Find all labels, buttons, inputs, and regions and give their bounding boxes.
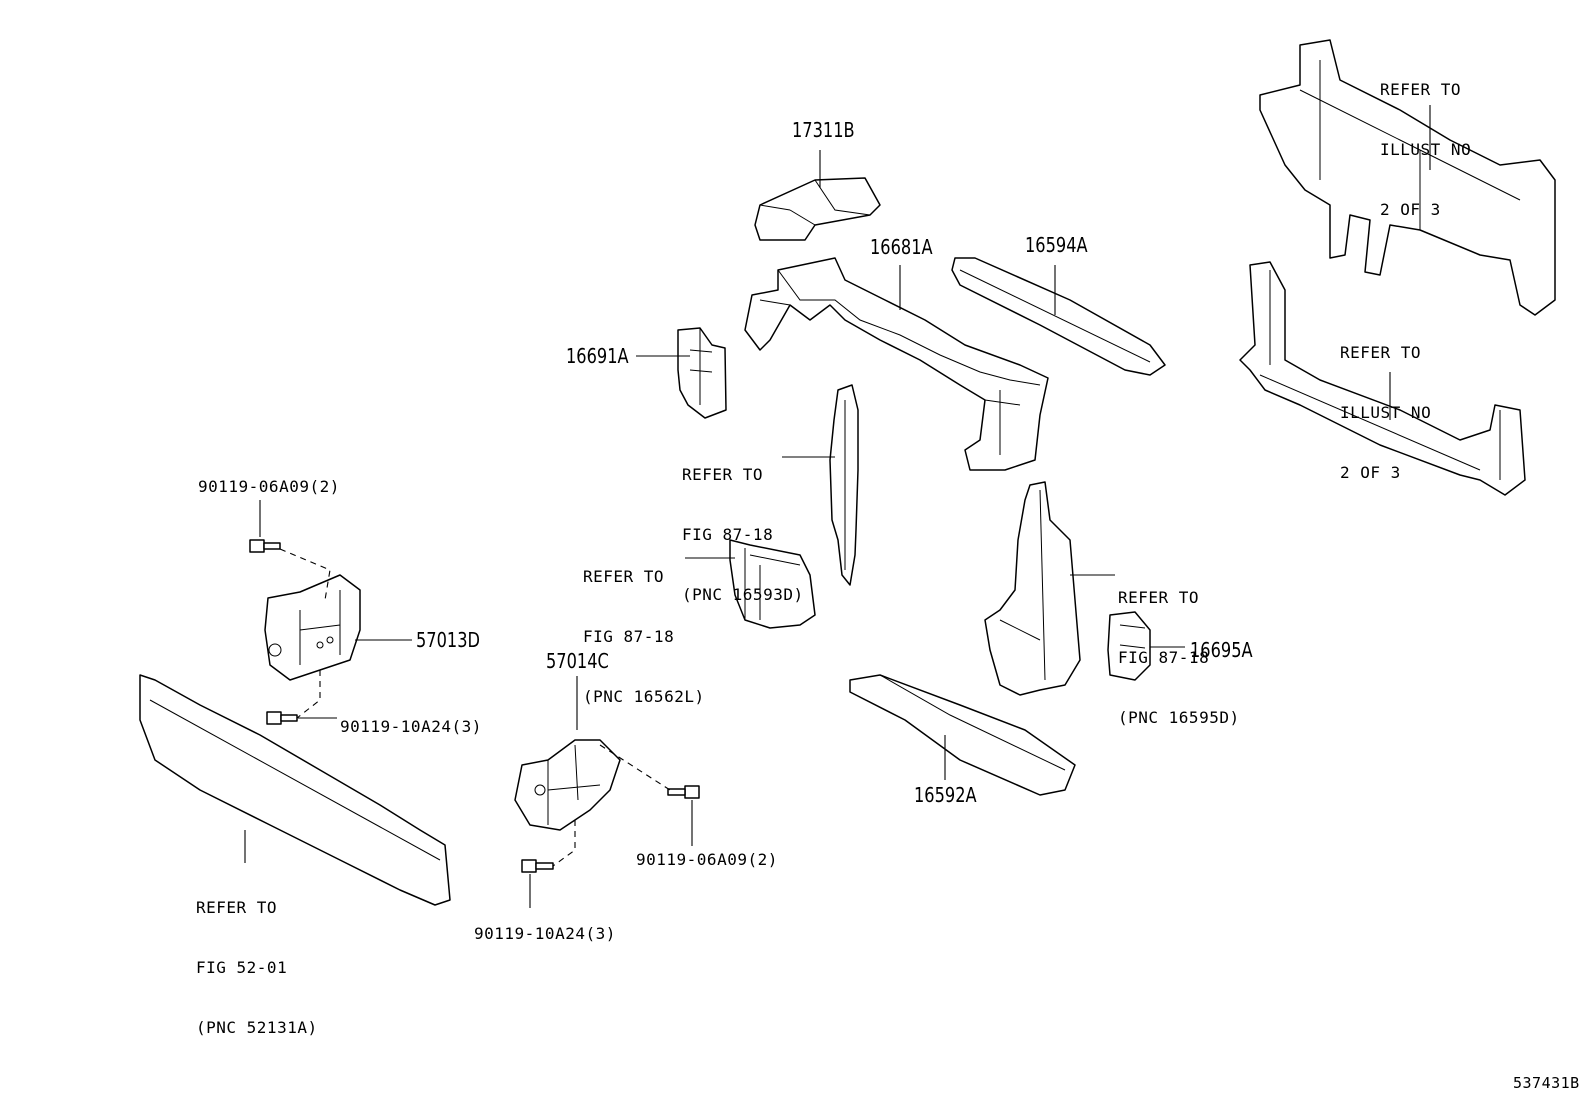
part-52131A-reinforcement[interactable] [139, 674, 451, 906]
bolt-10A24-left[interactable] [266, 711, 298, 725]
bolt-06A09-right[interactable] [667, 785, 700, 799]
note-line: REFER TO [1340, 343, 1422, 362]
label-16695A[interactable]: 16695A [1190, 638, 1253, 662]
label-bolt-06A09-right[interactable]: 90119-06A09(2) [636, 850, 778, 869]
label-bolt-10A24-left[interactable]: 90119-10A24(3) [340, 717, 482, 736]
assembly-line [552, 820, 576, 867]
label-57013D[interactable]: 57013D [416, 628, 480, 652]
part-radiator-support-upper[interactable] [1259, 39, 1556, 316]
note-line: ILLUST NO [1380, 140, 1472, 159]
part-radiator-support-lower[interactable] [1239, 261, 1526, 496]
label-16681A[interactable]: 16681A [870, 235, 933, 259]
note-refer-52131A: REFER TO FIG 52-01 (PNC 52131A) [196, 858, 318, 1078]
part-16562L-duct[interactable] [729, 539, 816, 629]
label-57014C[interactable]: 57014C [546, 649, 609, 673]
part-16593D-seal[interactable] [829, 384, 859, 586]
part-16592A-panel[interactable] [849, 674, 1076, 796]
note-line: REFER TO [682, 465, 764, 484]
part-16594A-strip[interactable] [951, 257, 1166, 376]
note-line: FIG 87-18 [583, 627, 675, 646]
note-refer-illust-mid: REFER TO ILLUST NO 2 OF 3 [1340, 303, 1431, 523]
note-line: REFER TO [1118, 588, 1200, 607]
drawing-number: 537431B [1513, 1074, 1580, 1092]
label-bolt-10A24-right[interactable]: 90119-10A24(3) [474, 924, 616, 943]
bolt-10A24-right[interactable] [521, 859, 554, 873]
part-16595D-seal[interactable] [984, 481, 1081, 696]
label-16691A[interactable]: 16691A [566, 344, 629, 368]
assembly-line [599, 744, 671, 791]
note-line: 2 OF 3 [1340, 463, 1401, 482]
label-16592A[interactable]: 16592A [914, 783, 977, 807]
note-refer-16593D: REFER TO FIG 87-18 (PNC 16593D) [682, 425, 804, 645]
note-line: REFER TO [583, 567, 665, 586]
part-17311B-duct[interactable] [754, 177, 881, 241]
note-line: (PNC 16595D) [1118, 708, 1240, 727]
note-line: (PNC 52131A) [196, 1018, 318, 1037]
note-line: (PNC 16593D) [682, 585, 804, 604]
part-57013D-bracket[interactable] [264, 574, 361, 681]
note-line: FIG 87-18 [1118, 648, 1210, 667]
assembly-line [296, 670, 321, 719]
bolt-06A09-left[interactable] [249, 539, 281, 553]
note-line: FIG 52-01 [196, 958, 288, 977]
note-line: FIG 87-18 [682, 525, 774, 544]
note-line: REFER TO [1380, 80, 1462, 99]
part-16681A-upper-duct[interactable] [744, 257, 1049, 471]
note-refer-illust-top: REFER TO ILLUST NO 2 OF 3 [1380, 40, 1471, 260]
label-17311B[interactable]: 17311B [792, 118, 855, 142]
note-line: ILLUST NO [1340, 403, 1432, 422]
note-line: (PNC 16562L) [583, 687, 705, 706]
note-refer-16562L: REFER TO FIG 87-18 (PNC 16562L) [583, 527, 705, 747]
label-bolt-06A09-left[interactable]: 90119-06A09(2) [198, 477, 340, 496]
note-line: 2 OF 3 [1380, 200, 1441, 219]
part-16695A-bracket[interactable] [1107, 611, 1151, 681]
part-16691A-bracket[interactable] [677, 327, 727, 419]
label-16594A[interactable]: 16594A [1025, 233, 1088, 257]
note-refer-16595D: REFER TO FIG 87-18 (PNC 16595D) [1118, 548, 1240, 768]
note-line: REFER TO [196, 898, 278, 917]
part-57014C-bracket[interactable] [514, 739, 621, 831]
